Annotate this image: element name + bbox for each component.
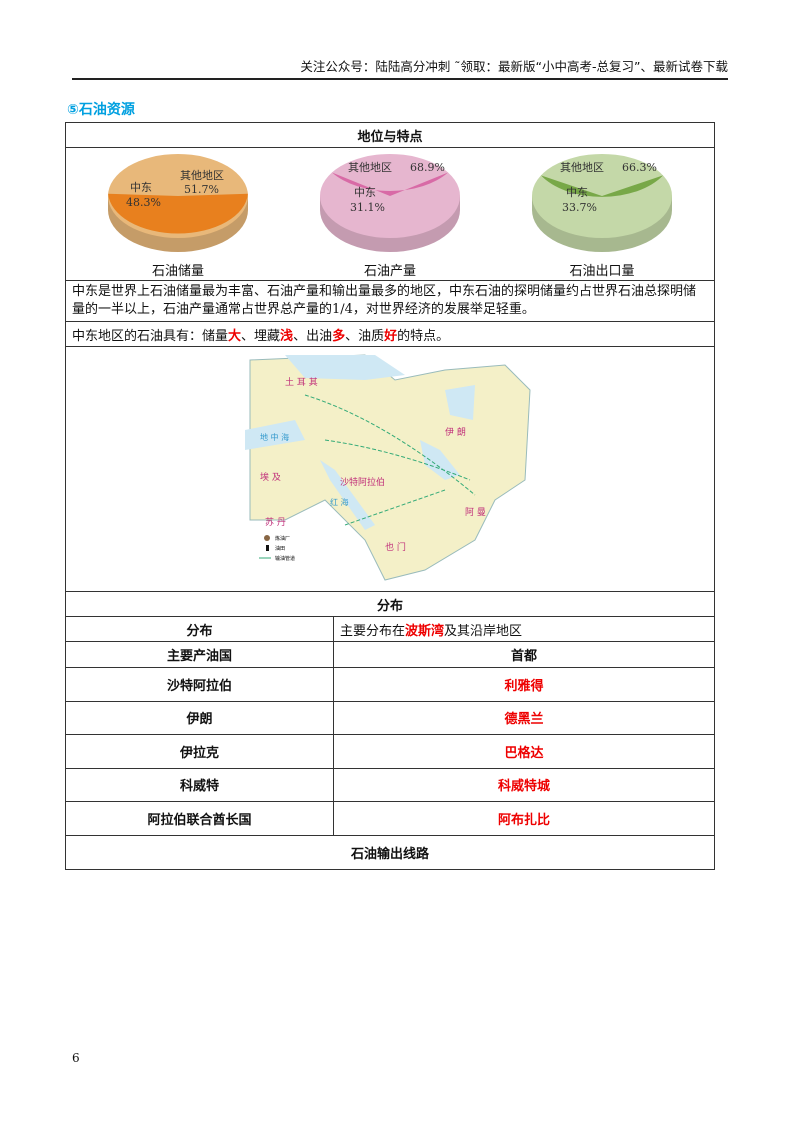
- capital-cell: 德黑兰: [333, 700, 715, 735]
- pie-data-label: 中东: [354, 186, 376, 199]
- map-label-yemen: 也 门: [385, 541, 406, 553]
- distribution-header: 分布: [65, 591, 715, 617]
- capital-cell: 利雅得: [333, 667, 715, 702]
- pie-data-label: 中东: [566, 186, 588, 199]
- capital-col-header: 首都: [333, 641, 715, 668]
- map-label-red-sea: 红 海: [330, 497, 349, 507]
- map-label-oman: 阿 曼: [465, 507, 486, 518]
- pie-chart: 其他地区 66.3% 中东 33.7% 石油出口量: [530, 149, 675, 279]
- svg-text:油田: 油田: [275, 545, 285, 552]
- pie-data-label: 48.3%: [126, 196, 161, 209]
- section-title: ⑤石油资源: [67, 102, 135, 118]
- country-col-header: 主要产油国: [65, 641, 334, 668]
- distribution-value: 主要分布在波斯湾及其沿岸地区: [333, 616, 715, 642]
- pie-data-label: 66.3%: [622, 161, 657, 174]
- svg-text:输油管道: 输油管道: [275, 555, 295, 562]
- pie-data-label: 其他地区: [560, 161, 604, 174]
- table-row: 阿拉伯联合酋长国阿布扎比: [65, 801, 715, 836]
- pie-caption: 石油储量: [151, 264, 204, 279]
- capital-cell: 阿布扎比: [333, 801, 715, 836]
- pie-data-label: 68.9%: [410, 161, 445, 174]
- map-label-saudi: 沙特阿拉伯: [340, 476, 385, 488]
- pie-chart: 其他地区 68.9% 中东 31.1% 石油产量: [318, 149, 463, 279]
- map-label-turkey: 土 耳 其: [285, 376, 318, 388]
- distribution-label: 分布: [65, 616, 334, 642]
- table-row: 伊朗德黑兰: [65, 700, 715, 735]
- table-row: 沙特阿拉伯利雅得: [65, 667, 715, 702]
- pie-data-label: 其他地区: [180, 169, 224, 182]
- country-cell: 阿拉伯联合酋长国: [65, 801, 334, 836]
- pie-slice-middle-east: [540, 175, 663, 197]
- country-cell: 伊拉克: [65, 734, 334, 769]
- capital-cell: 巴格达: [333, 734, 715, 769]
- map-label-sudan: 苏 丹: [265, 516, 286, 528]
- svg-text:炼油厂: 炼油厂: [275, 535, 290, 542]
- page-header: 关注公众号：陆陆高分冲刺 ˜领取：最新版“小中高考-总复习”、最新试卷下载: [72, 56, 728, 80]
- pie-slice-middle-east: [107, 193, 248, 234]
- features-text: 中东地区的石油具有：储量大、埋藏浅、出油多、油质好的特点。: [65, 321, 715, 347]
- country-cell: 伊朗: [65, 700, 334, 735]
- country-cell: 科威特: [65, 767, 334, 802]
- pie-data-label: 51.7%: [184, 183, 219, 196]
- pie-data-label: 其他地区: [348, 161, 392, 174]
- table-row: 科威特科威特城: [65, 767, 715, 802]
- description: 中东是世界上石油储量最为丰富、石油产量和输出量最多的地区，中东石油的探明储量约占…: [65, 280, 715, 322]
- routes-header: 石油输出线路: [65, 834, 715, 870]
- page-number: 6: [72, 1051, 80, 1065]
- map-label-iran: 伊 朗: [445, 426, 466, 438]
- country-cell: 沙特阿拉伯: [65, 667, 334, 702]
- status-header: 地位与特点: [65, 122, 715, 148]
- table-row: 伊拉克巴格达: [65, 734, 715, 769]
- pie-caption: 石油出口量: [569, 264, 635, 279]
- pie-data-label: 中东: [130, 181, 152, 194]
- capital-cell: 科威特城: [333, 767, 715, 802]
- pie-data-label: 33.7%: [562, 201, 597, 214]
- map-label-egypt: 埃 及: [260, 471, 281, 483]
- pie-caption: 石油产量: [363, 264, 416, 279]
- pie-data-label: 31.1%: [350, 201, 385, 214]
- middle-east-oil-map: 土 耳 其 伊 朗 沙特阿拉伯 埃 及 苏 丹 也 门 阿 曼 地 中 海 红 …: [245, 349, 535, 585]
- map-label-mediterranean: 地 中 海: [260, 432, 289, 442]
- pie-slice-middle-east: [331, 172, 448, 196]
